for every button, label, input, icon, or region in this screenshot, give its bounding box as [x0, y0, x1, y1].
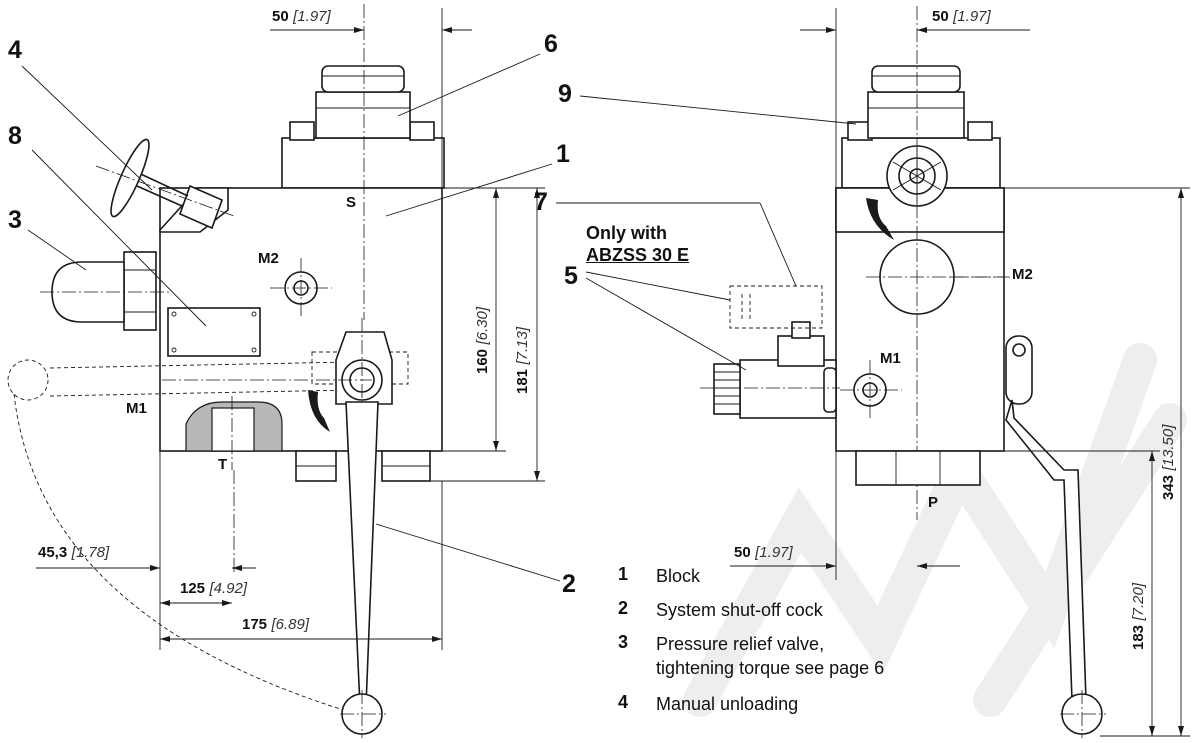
- top-bolt-left-b: [409, 121, 435, 141]
- callout-2: 2: [562, 570, 576, 598]
- cock-lever: [345, 401, 379, 707]
- callout-5: 5: [564, 262, 578, 290]
- legend-num: 2: [618, 598, 629, 618]
- unloading-nut: [178, 184, 224, 230]
- legend-text: Manual unloading: [656, 694, 799, 714]
- nameplate: [167, 307, 261, 357]
- top-flange-left: [281, 137, 445, 189]
- left-dimensions: [36, 8, 545, 650]
- legend: 1 Block 2 System shut-off cock 3 Pressur…: [618, 564, 938, 722]
- right-view: [700, 6, 1106, 738]
- callout-3: 3: [8, 206, 22, 234]
- port-label-m1-left: M1: [126, 400, 147, 417]
- dim-height-183: 183 [7.20]: [1130, 582, 1147, 650]
- legend-num: 4: [618, 692, 629, 712]
- dim-top-left: 50 [1.97]: [272, 8, 331, 25]
- option-note-line1: Only with: [586, 223, 667, 243]
- dim-height-343: 343 [13.50]: [1160, 424, 1177, 500]
- legend-item: 4 Manual unloading: [618, 692, 938, 722]
- port-label-t: T: [218, 456, 228, 473]
- lever-hub-right: [1005, 335, 1033, 405]
- pressure-valve-body-right: [867, 91, 965, 139]
- legend-num: 3: [618, 632, 629, 652]
- dim-mid-right: 50 [1.97]: [734, 544, 793, 561]
- top-bolt-left-a: [289, 121, 315, 141]
- relief-hex-nut: [123, 251, 157, 331]
- legend-text: Pressure relief valve,tightening torque …: [656, 634, 885, 678]
- callout-9: 9: [558, 80, 572, 108]
- port-label-p: P: [928, 494, 939, 511]
- port-label-m2-left: M2: [258, 250, 279, 267]
- pressure-valve-cap-right: [871, 65, 961, 93]
- solenoid-body: [739, 359, 837, 419]
- solenoid-knurl: [713, 363, 741, 415]
- dim-width-125: 125 [4.92]: [180, 580, 248, 597]
- left-leaders: [21, 53, 561, 582]
- legend-item: 2 System shut-off cock: [618, 598, 938, 628]
- legend-item: 3 Pressure relief valve,tightening torqu…: [618, 632, 938, 688]
- port-label-m2-right: M2: [1012, 266, 1033, 283]
- port-label-m1-right: M1: [880, 350, 901, 367]
- dim-width-175: 175 [6.89]: [242, 616, 310, 633]
- callout-7: 7: [534, 188, 548, 216]
- legend-num: 1: [618, 564, 629, 584]
- dim-height-160: 160 [6.30]: [474, 306, 491, 374]
- dim-height-181: 181 [7.13]: [514, 326, 531, 394]
- dim-offset-45: 45,3 [1.78]: [38, 544, 110, 561]
- pressure-valve-body-left: [315, 91, 411, 139]
- legend-text: System shut-off cock: [656, 600, 823, 620]
- legend-text: Block: [656, 566, 701, 586]
- right-dimensions: [730, 8, 1190, 737]
- dim-top-right: 50 [1.97]: [932, 8, 991, 25]
- callout-4: 4: [8, 36, 22, 64]
- port-label-s: S: [346, 194, 357, 211]
- left-view: [7, 4, 445, 738]
- option-note-line2: ABZSS 30 E: [586, 245, 690, 265]
- pressure-valve-cap-left: [321, 65, 405, 93]
- callout-8: 8: [8, 122, 22, 150]
- callout-6: 6: [544, 30, 558, 58]
- option-note: Only with ABZSS 30 E: [586, 222, 689, 266]
- solenoid-connector: [777, 335, 825, 367]
- port-p-nut: [855, 450, 981, 486]
- legend-item: 1 Block: [618, 564, 938, 594]
- right-leaders: [556, 95, 857, 371]
- callout-1: 1: [556, 140, 570, 168]
